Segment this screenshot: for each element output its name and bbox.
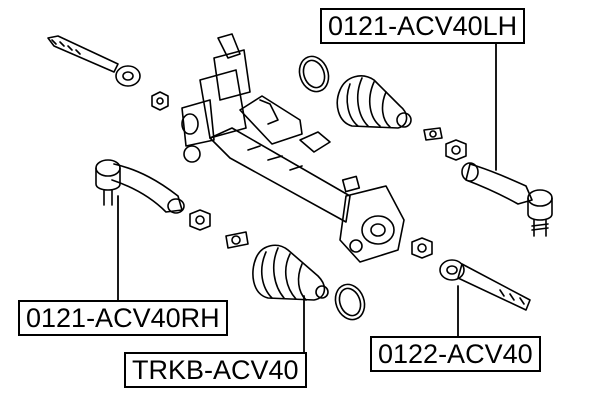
leader-lines [117,43,497,353]
lock-nut-left-lower [189,209,211,231]
part-label-tie-rod-end-rh: 0121-ACV40RH [18,300,228,336]
tie-rod-end-right [461,162,553,237]
part-label-inner-tie-rod: 0122-ACV40 [370,336,541,372]
steering-boot-lower [252,244,329,301]
steering-boot-upper [336,75,412,129]
lock-nut-left [151,91,169,111]
inner-tie-rod-right [439,259,531,311]
clip-left [225,231,249,249]
rack-housing [181,33,405,263]
washer-right [411,237,433,259]
tie-rod-end-left [95,159,185,214]
part-label-tie-rod-end-lh: 0121-ACV40LH [320,8,526,44]
boot-clamp-upper [298,55,330,93]
lock-nut-right [445,139,467,161]
clip-right [423,127,443,141]
part-label-steering-boot: TRKB-ACV40 [124,352,307,388]
boot-clamp-lower [334,283,366,321]
inner-tie-rod-left [47,35,141,87]
